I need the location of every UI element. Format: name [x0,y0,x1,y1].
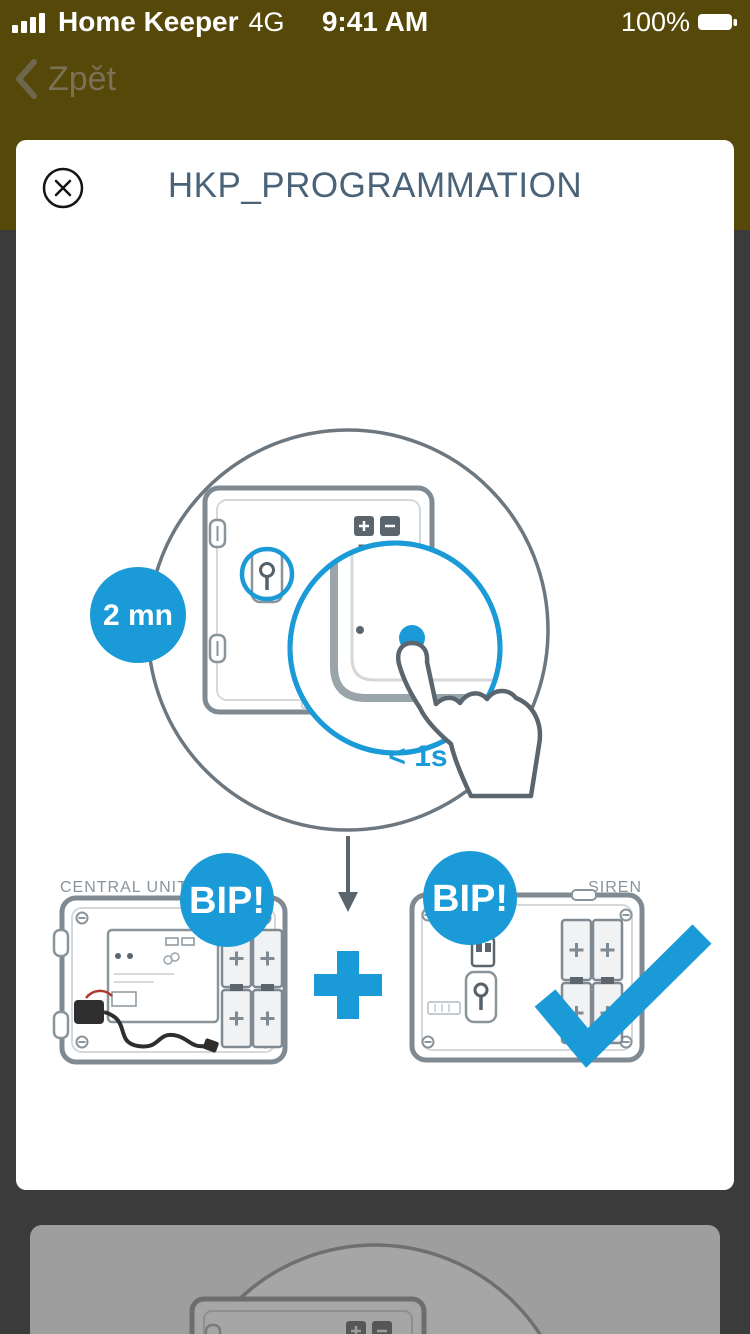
back-button-label: Zpět [48,59,117,98]
close-icon [42,167,84,209]
keyhole-highlight-ring [239,546,295,602]
siren-keyhole [464,970,498,1024]
battery-icon [698,14,737,30]
down-arrow-icon [338,836,358,912]
document-page: HKP_PROGRAMMATION [16,140,734,1190]
clock-label: 9:41 AM [321,6,429,37]
close-button[interactable] [41,166,85,210]
check-icon [534,924,712,1068]
battery-percent-label: 100% [620,6,690,37]
bip-badge-left: BIP! [180,853,274,947]
status-bar-right: 100% [621,0,738,44]
power-module-and-cable [74,989,219,1053]
status-bar-left: Home Keeper 4G [12,0,285,44]
siren-label: SIREN [588,879,642,896]
pointing-hand-icon [396,640,543,799]
bip-badge-right: BIP! [423,851,517,945]
chevron-left-icon [16,59,37,99]
back-button[interactable]: Zpět [14,58,116,100]
cellular-signal-icon [12,13,45,33]
battery-contacts [354,516,400,536]
siren-connector [427,1001,461,1015]
svg-text:2 mn: 2 mn [103,599,173,632]
plus-icon [314,951,382,1019]
mounting-tabs [208,518,227,664]
circuit-board [106,928,220,1024]
status-bar-center: 9:41 AM [0,0,750,44]
instruction-diagram: ON 1 2 [52,428,712,1068]
next-page-diagram-preview [189,1243,542,1334]
battery-compartment [220,928,284,1049]
next-page-preview [30,1225,720,1334]
press-duration-label: < 1s [388,740,447,773]
svg-text:BIP!: BIP! [432,878,508,920]
svg-text:BIP!: BIP! [189,880,265,922]
status-bar: Home Keeper 4G 9:41 AM 100% [0,0,750,44]
duration-badge: 2 mn [90,567,186,663]
document-header: HKP_PROGRAMMATION [16,140,734,230]
central-unit-label: CENTRAL UNIT [60,879,188,896]
navigation-bar: Zpět [0,44,750,130]
network-type-label: 4G [248,6,285,37]
document-title: HKP_PROGRAMMATION [167,166,583,205]
carrier-label: Home Keeper [58,6,239,37]
